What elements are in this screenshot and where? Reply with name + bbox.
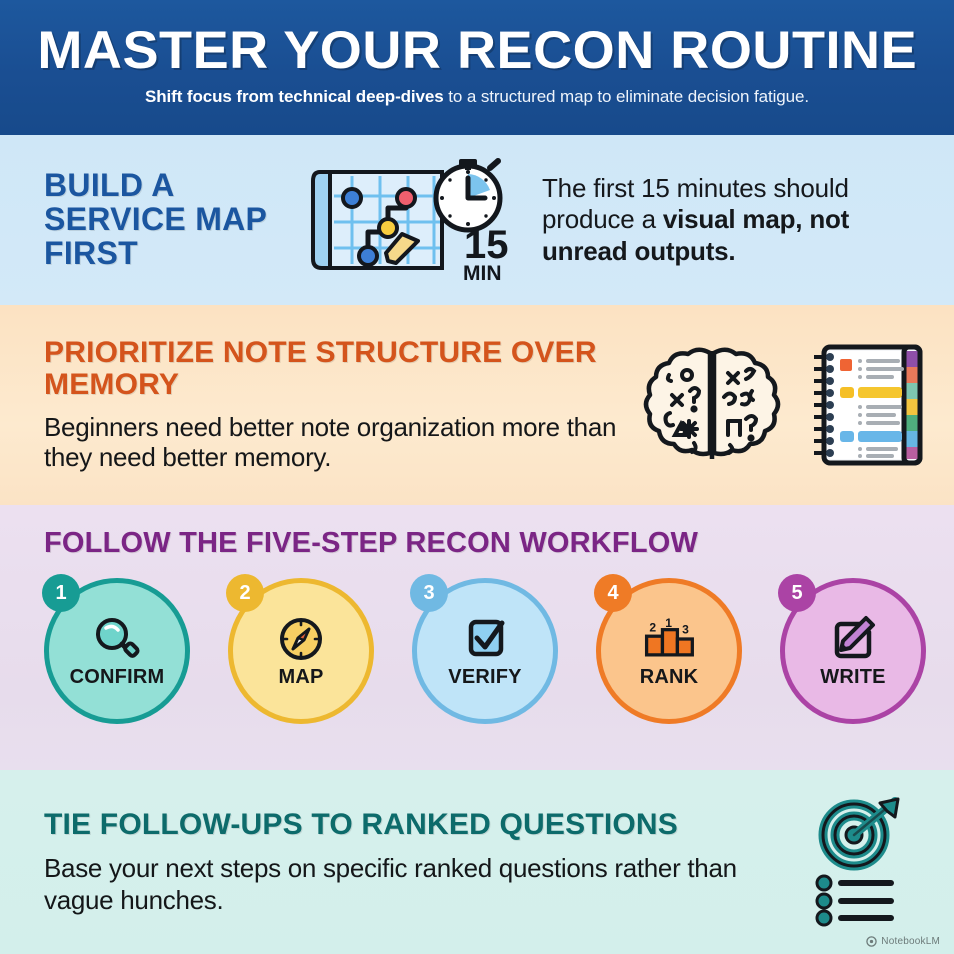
- page-title: MASTER YOUR RECON ROUTINE: [37, 20, 917, 80]
- step-number-badge: 1: [42, 574, 80, 612]
- step-number-badge: 4: [594, 574, 632, 612]
- section1-body: The first 15 minutes should produce a vi…: [524, 173, 930, 267]
- section1-body-bold: visual map, not unread outputs.: [542, 204, 850, 266]
- watermark: NotebookLM: [866, 936, 940, 947]
- step-label: MAP: [278, 665, 324, 688]
- icon-duration-number: 15: [464, 223, 509, 267]
- notebooklm-logo-icon: [866, 936, 878, 947]
- section4-body: Base your next steps on specific ranked …: [44, 853, 737, 915]
- section-build-service-map: BUILD A SERVICE MAP FIRST: [0, 135, 954, 305]
- notebook-icon: [814, 344, 923, 466]
- brain-icon: [643, 347, 781, 459]
- section1-body-lead: The first 15 minutes should produce a: [542, 173, 849, 235]
- magnifier-icon: [96, 617, 140, 658]
- watermark-label: NotebookLM: [881, 936, 940, 947]
- step-number-badge: 2: [226, 574, 264, 612]
- section-note-structure: PRIORITIZE NOTE STRUCTURE OVER MEMORY Be…: [0, 305, 954, 505]
- page-subtitle: Shift focus from technical deep-dives to…: [145, 87, 809, 107]
- workflow-step-write[interactable]: 5 WRITE: [778, 574, 926, 724]
- page-subtitle-bold: Shift focus from technical deep-dives: [145, 87, 444, 107]
- icon-duration-unit: MIN: [463, 262, 502, 285]
- page-subtitle-rest: to a structured map to eliminate decisio…: [443, 87, 809, 107]
- step-label: CONFIRM: [69, 665, 165, 688]
- podium-label-first: 1: [665, 615, 672, 629]
- target-arrow-checklist-icon: [815, 797, 900, 927]
- workflow-steps: 1 CONFIRM 2: [42, 574, 934, 724]
- workflow-step-rank[interactable]: 4 2 1 3 RANK: [594, 574, 742, 724]
- section-tie-followups: TIE FOLLOW-UPS TO RANKED QUESTIONS Base …: [0, 770, 954, 954]
- workflow-step-verify[interactable]: 3 VERIFY: [410, 574, 558, 724]
- blueprint-map-stopwatch-icon: 15 MIN: [311, 158, 509, 285]
- section1-title: BUILD A SERVICE MAP FIRST: [44, 167, 267, 271]
- step-label: WRITE: [820, 665, 886, 688]
- section3-title: FOLLOW THE FIVE-STEP RECON WORKFLOW: [44, 527, 699, 559]
- workflow-step-map[interactable]: 2 MAP: [226, 574, 374, 724]
- section2-body: Beginners need better note organization …: [44, 411, 617, 473]
- compass-icon: [280, 617, 322, 660]
- pencil-edit-icon: [834, 615, 875, 658]
- section4-title: TIE FOLLOW-UPS TO RANKED QUESTIONS: [44, 808, 678, 842]
- workflow-step-confirm[interactable]: 1 CONFIRM: [42, 574, 190, 724]
- podium-label-second: 2: [649, 620, 656, 634]
- step-label: VERIFY: [448, 665, 522, 688]
- checkbox-icon: [468, 619, 505, 656]
- step-number-badge: 3: [410, 574, 448, 612]
- step-label: RANK: [639, 665, 699, 688]
- step-number-badge: 5: [778, 574, 816, 612]
- poster-header: MASTER YOUR RECON ROUTINE Shift focus fr…: [0, 0, 954, 135]
- section-five-step-workflow: FOLLOW THE FIVE-STEP RECON WORKFLOW 1 CO…: [0, 505, 954, 770]
- podium-icon: 2 1 3: [644, 615, 694, 656]
- podium-label-third: 3: [682, 622, 689, 636]
- section2-title: PRIORITIZE NOTE STRUCTURE OVER MEMORY: [44, 335, 597, 402]
